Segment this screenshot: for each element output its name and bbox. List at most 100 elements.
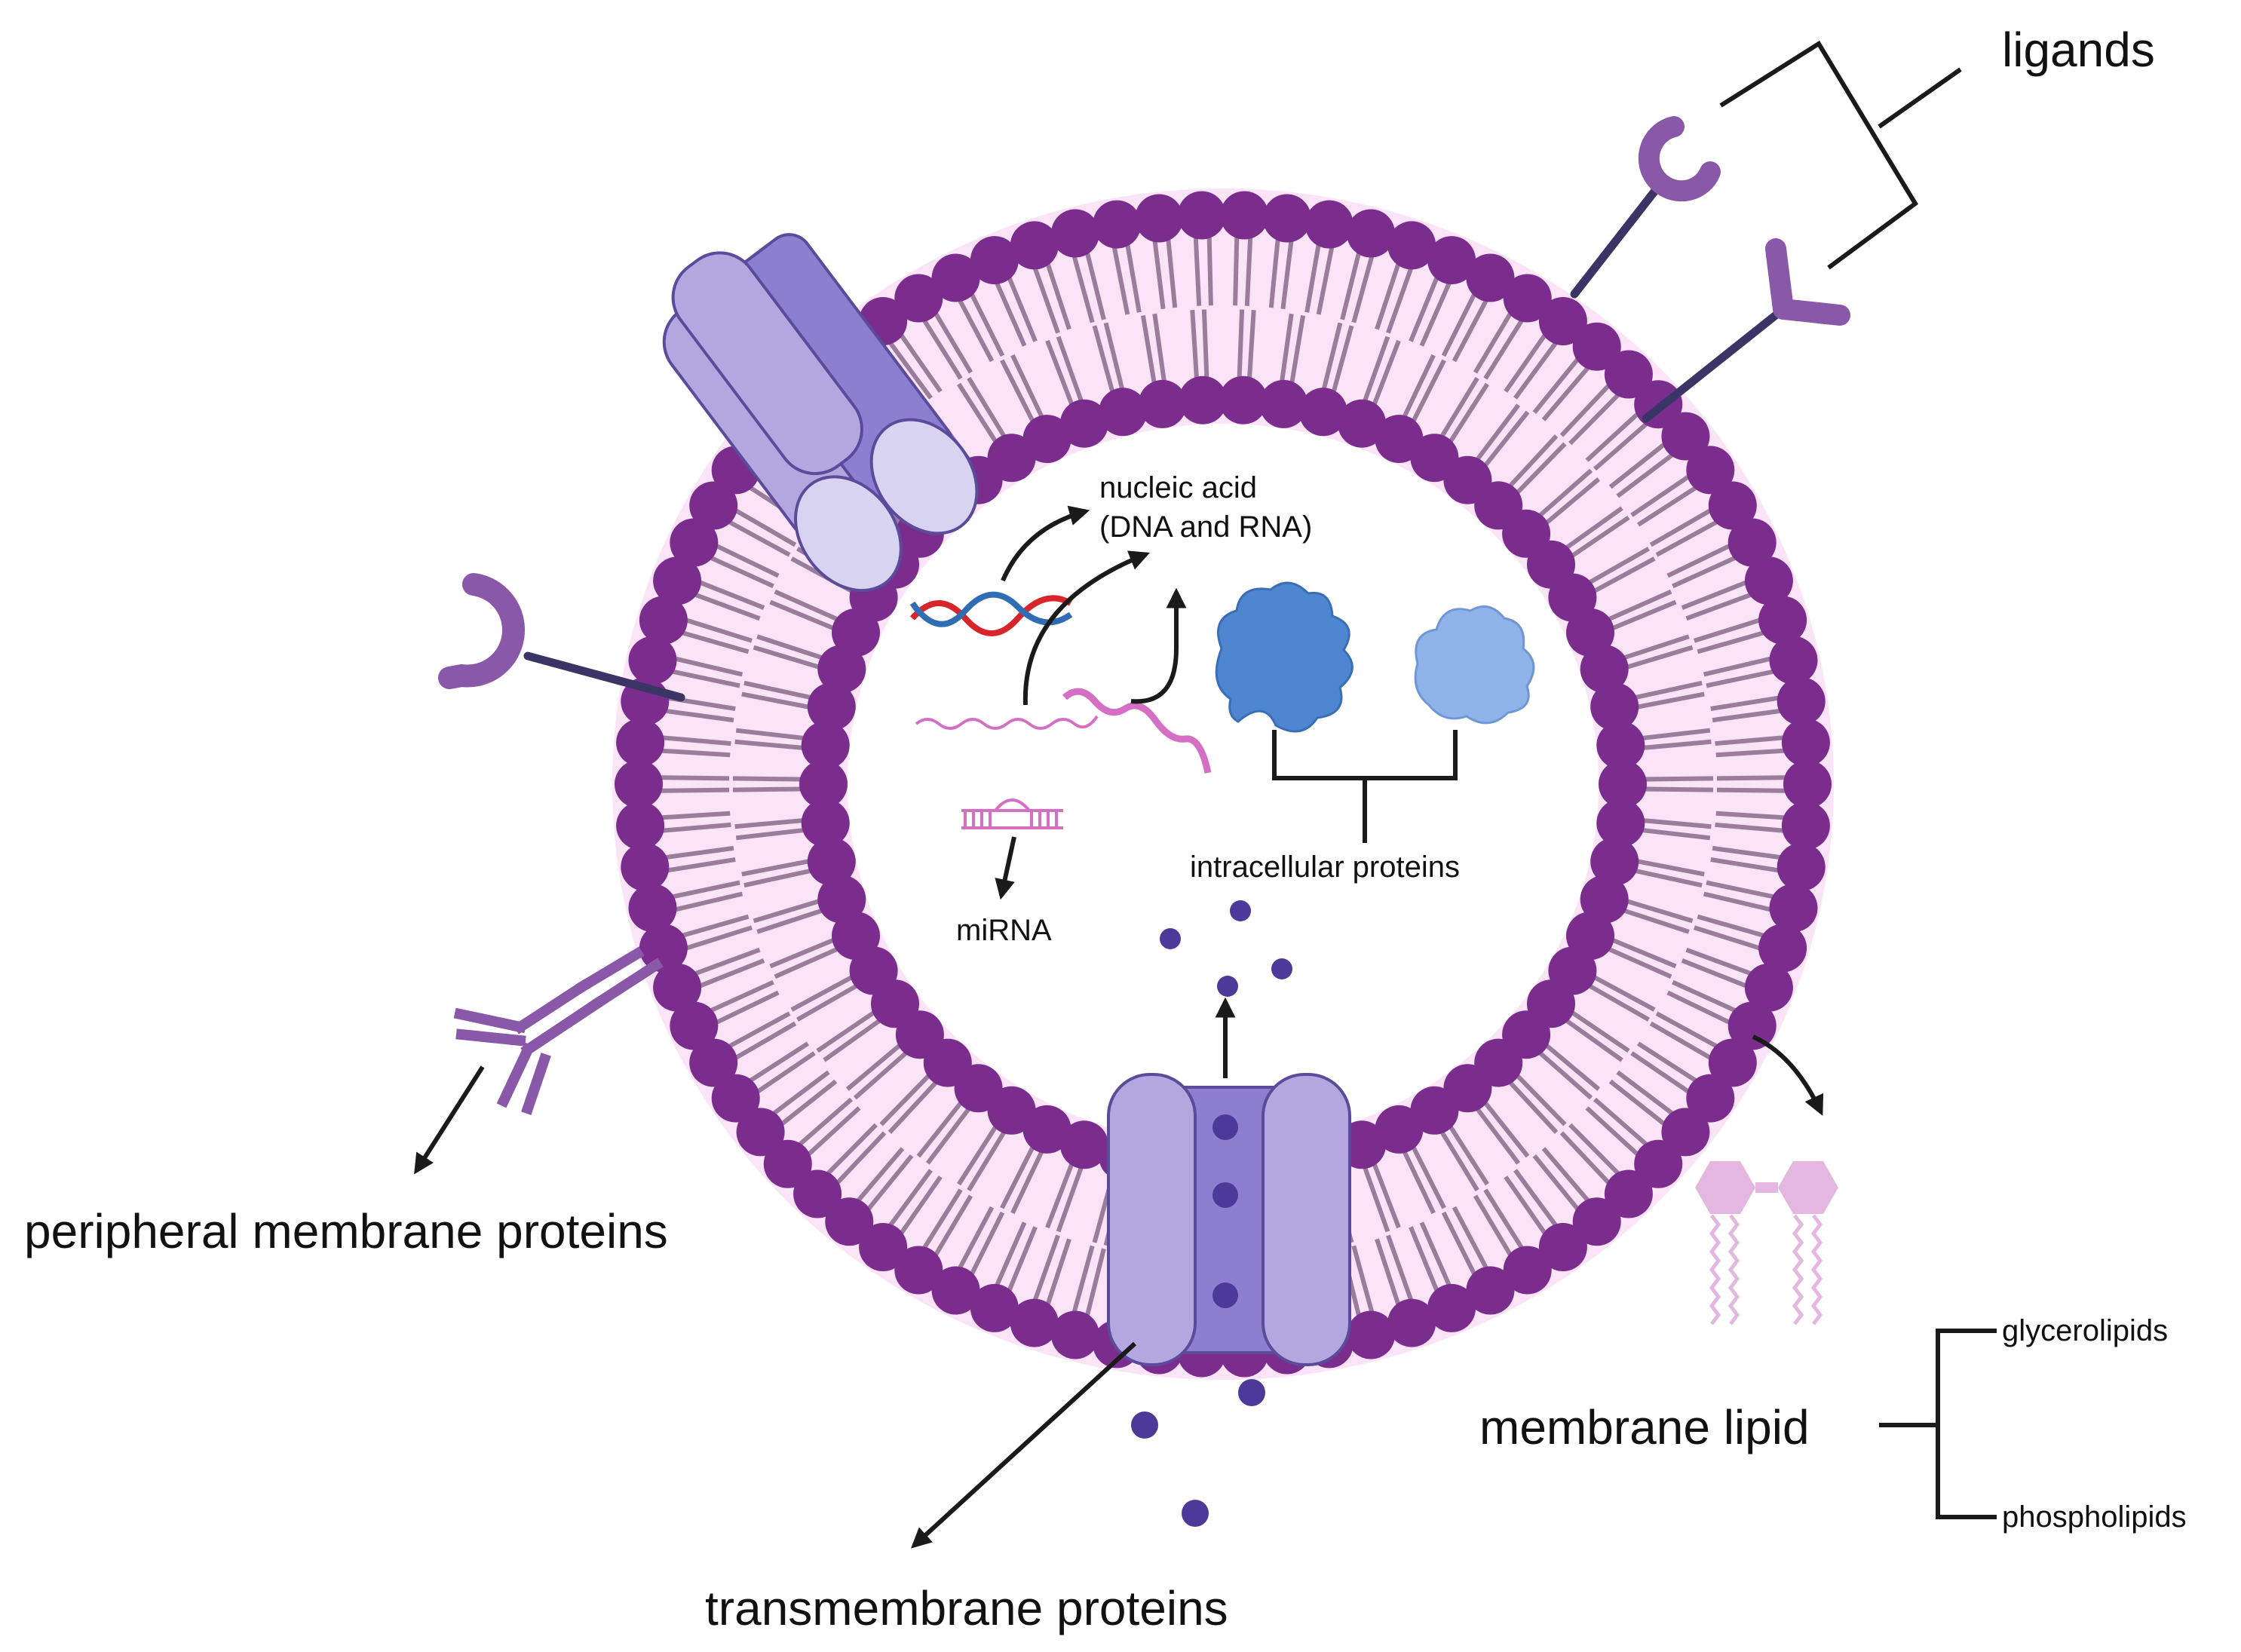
lipid-head — [1728, 518, 1777, 567]
label-intracellular-proteins: intracellular proteins — [1190, 851, 1460, 884]
lipid-head — [1580, 645, 1629, 694]
lipid-head — [670, 1001, 719, 1050]
lipid-head — [1375, 1105, 1424, 1154]
lipid-head — [1538, 297, 1587, 345]
lipid-head — [615, 760, 663, 808]
lipid-head — [1051, 209, 1099, 258]
lipid-head — [1466, 253, 1515, 302]
lipid-head — [1783, 760, 1832, 808]
lipid-head — [894, 1246, 943, 1295]
arrow-dna-to-nucleic-acid — [1001, 505, 1090, 582]
lipid-head — [1686, 446, 1735, 495]
protein-blob-icon — [1215, 581, 1353, 733]
lipid-head — [1596, 798, 1645, 847]
lipid-head — [1604, 350, 1653, 399]
lipid-head — [1022, 415, 1071, 464]
label-peripheral-membrane-proteins: peripheral membrane proteins — [24, 1204, 668, 1258]
arrow-transmembrane — [911, 1341, 1137, 1549]
lipid-head — [639, 924, 688, 973]
lipid-head — [1347, 209, 1395, 258]
lipid-head — [1093, 200, 1142, 249]
lipid-head — [689, 1038, 738, 1087]
lipid-head — [970, 1283, 1019, 1332]
lipid-head — [616, 801, 665, 851]
lipid-head — [832, 912, 880, 961]
lipid-head — [1566, 608, 1614, 657]
lipid-head — [628, 884, 677, 933]
lipid-head — [1010, 221, 1059, 270]
lipid-head — [799, 760, 848, 808]
lipid-head — [1347, 1310, 1395, 1359]
lipid-head — [1596, 721, 1645, 770]
lipid-head — [653, 556, 702, 605]
lipid-head — [1728, 1001, 1777, 1050]
lipid-head — [1634, 1139, 1683, 1188]
lipid-head — [1387, 221, 1436, 270]
ligands-bracket — [1719, 40, 1918, 270]
lipid-head — [1777, 842, 1826, 891]
lipid-head — [1010, 1298, 1059, 1347]
lipid-head — [859, 1223, 908, 1271]
lipid-head — [1427, 236, 1476, 285]
lipid-head — [793, 1169, 842, 1218]
lipid-head — [1604, 1169, 1653, 1218]
lipid-head — [1410, 1086, 1459, 1135]
lipid-head — [1220, 191, 1269, 240]
lipid-head — [1099, 388, 1148, 437]
lipid-head — [1051, 1310, 1099, 1359]
label-mirna: miRNA — [956, 914, 1052, 947]
lipid-head — [1580, 875, 1629, 924]
lipid-head — [1387, 1298, 1436, 1347]
receptor-cup-left-icon — [438, 573, 685, 702]
channel-protein-bottom — [1107, 1073, 1351, 1366]
lipid-head — [1427, 1283, 1476, 1332]
arrow-rna-up — [1130, 587, 1187, 704]
phospholipid-icon — [1695, 1161, 1838, 1326]
label-glycerolipids: glycerolipids — [2002, 1314, 2168, 1347]
lipid-head — [1599, 760, 1647, 808]
lipid-head — [1298, 388, 1347, 437]
lipid-head — [616, 718, 665, 767]
lipid-head — [1466, 1266, 1515, 1315]
lipid-head — [1503, 1246, 1552, 1295]
antibody-icon — [453, 946, 664, 1115]
lipid-head — [801, 721, 850, 770]
lipid-head — [1304, 200, 1353, 249]
lipid-head — [970, 236, 1019, 285]
lipid-head — [894, 274, 943, 323]
lipid-head — [1572, 322, 1621, 371]
mirna-hairpin-icon — [961, 798, 1063, 829]
lipid-head — [653, 963, 702, 1012]
lipid-head — [1661, 412, 1710, 461]
lipid-head — [825, 1197, 874, 1246]
lipid-head — [1375, 415, 1424, 464]
lipid-head — [1259, 379, 1308, 428]
lipid-head — [689, 481, 738, 530]
intracellular-bracket — [1272, 730, 1458, 780]
lipid-head — [1744, 556, 1793, 605]
arrow-peripheral — [414, 1065, 485, 1175]
lipid-head — [1022, 1105, 1071, 1154]
lipid-head — [1769, 636, 1818, 685]
cargo-molecules — [1131, 900, 1292, 1527]
lipid-head — [1138, 379, 1187, 428]
lipid-head — [817, 645, 866, 694]
lipid-head — [931, 253, 980, 302]
lipid-head — [1758, 924, 1807, 973]
dna-helix-icon — [909, 591, 1073, 636]
label-ligands: ligands — [2002, 23, 2155, 77]
lipid-head — [1590, 837, 1639, 886]
lipid-head — [1777, 677, 1826, 726]
lipid-head — [621, 842, 670, 891]
arrow-membrane-lipid — [1752, 1034, 1824, 1116]
lipid-head — [1135, 194, 1184, 243]
lipid-head — [639, 596, 688, 645]
lipid-head — [1538, 1223, 1587, 1271]
lipid-head — [1572, 1197, 1621, 1246]
lipid-head — [1781, 718, 1830, 767]
protein-blob-light-icon — [1414, 605, 1535, 725]
lipid-head — [1262, 194, 1311, 243]
label-dna-and-rna: (DNA and RNA) — [1099, 510, 1312, 544]
lipid-head — [807, 837, 856, 886]
lipid-head — [1059, 1120, 1108, 1169]
